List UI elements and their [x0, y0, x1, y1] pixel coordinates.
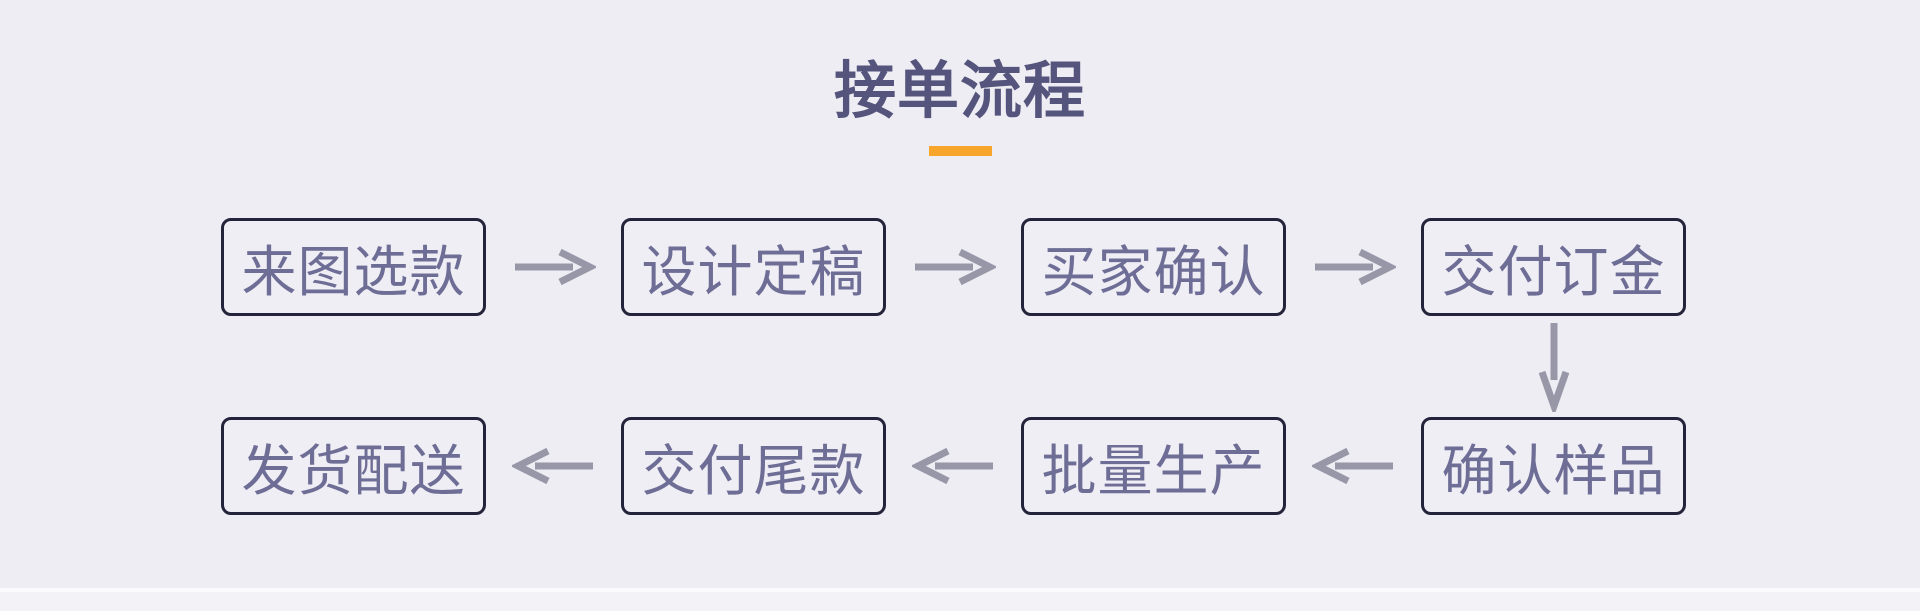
arrow-gap — [1286, 218, 1421, 316]
footer-divider-line — [0, 588, 1920, 592]
step-box-5: 确认样品 — [1421, 417, 1686, 515]
arrow-gap — [486, 218, 621, 316]
arrow-gap — [1286, 417, 1421, 515]
step-box-6: 批量生产 — [1021, 417, 1286, 515]
step-box-3: 买家确认 — [1021, 218, 1286, 316]
step-box-4: 交付订金 — [1421, 218, 1686, 316]
step-label-5: 确认样品 — [1441, 439, 1666, 503]
footer-strip — [0, 592, 1920, 611]
arrow-left-icon — [1311, 447, 1393, 485]
step-box-2: 设计定稿 — [621, 218, 886, 316]
page-title: 接单流程 — [833, 54, 1086, 127]
step-box-7: 交付尾款 — [621, 417, 886, 515]
step-label-3: 买家确认 — [1041, 240, 1266, 304]
step-label-1: 来图选款 — [241, 240, 466, 304]
arrow-right-icon — [1314, 248, 1396, 286]
flow-row-bottom: 发货配送 交付尾款 批量生产 确认样品 — [221, 417, 1686, 515]
step-label-8: 发货配送 — [241, 439, 466, 503]
flow-row-top: 来图选款 设计定稿 买家确认 交付订金 — [221, 218, 1686, 316]
arrow-down-icon — [1538, 323, 1570, 412]
arrow-right-icon — [514, 248, 596, 286]
row-connector — [1534, 320, 1574, 412]
step-label-2: 设计定稿 — [641, 240, 866, 304]
arrow-gap — [886, 417, 1021, 515]
arrow-right-icon — [914, 248, 996, 286]
arrow-left-icon — [511, 447, 593, 485]
step-box-1: 来图选款 — [221, 218, 486, 316]
step-label-7: 交付尾款 — [641, 439, 866, 503]
arrow-gap — [886, 218, 1021, 316]
arrow-left-icon — [911, 447, 993, 485]
title-underline — [929, 146, 992, 156]
step-label-6: 批量生产 — [1041, 439, 1266, 503]
step-box-8: 发货配送 — [221, 417, 486, 515]
step-label-4: 交付订金 — [1441, 240, 1666, 304]
arrow-gap — [486, 417, 621, 515]
